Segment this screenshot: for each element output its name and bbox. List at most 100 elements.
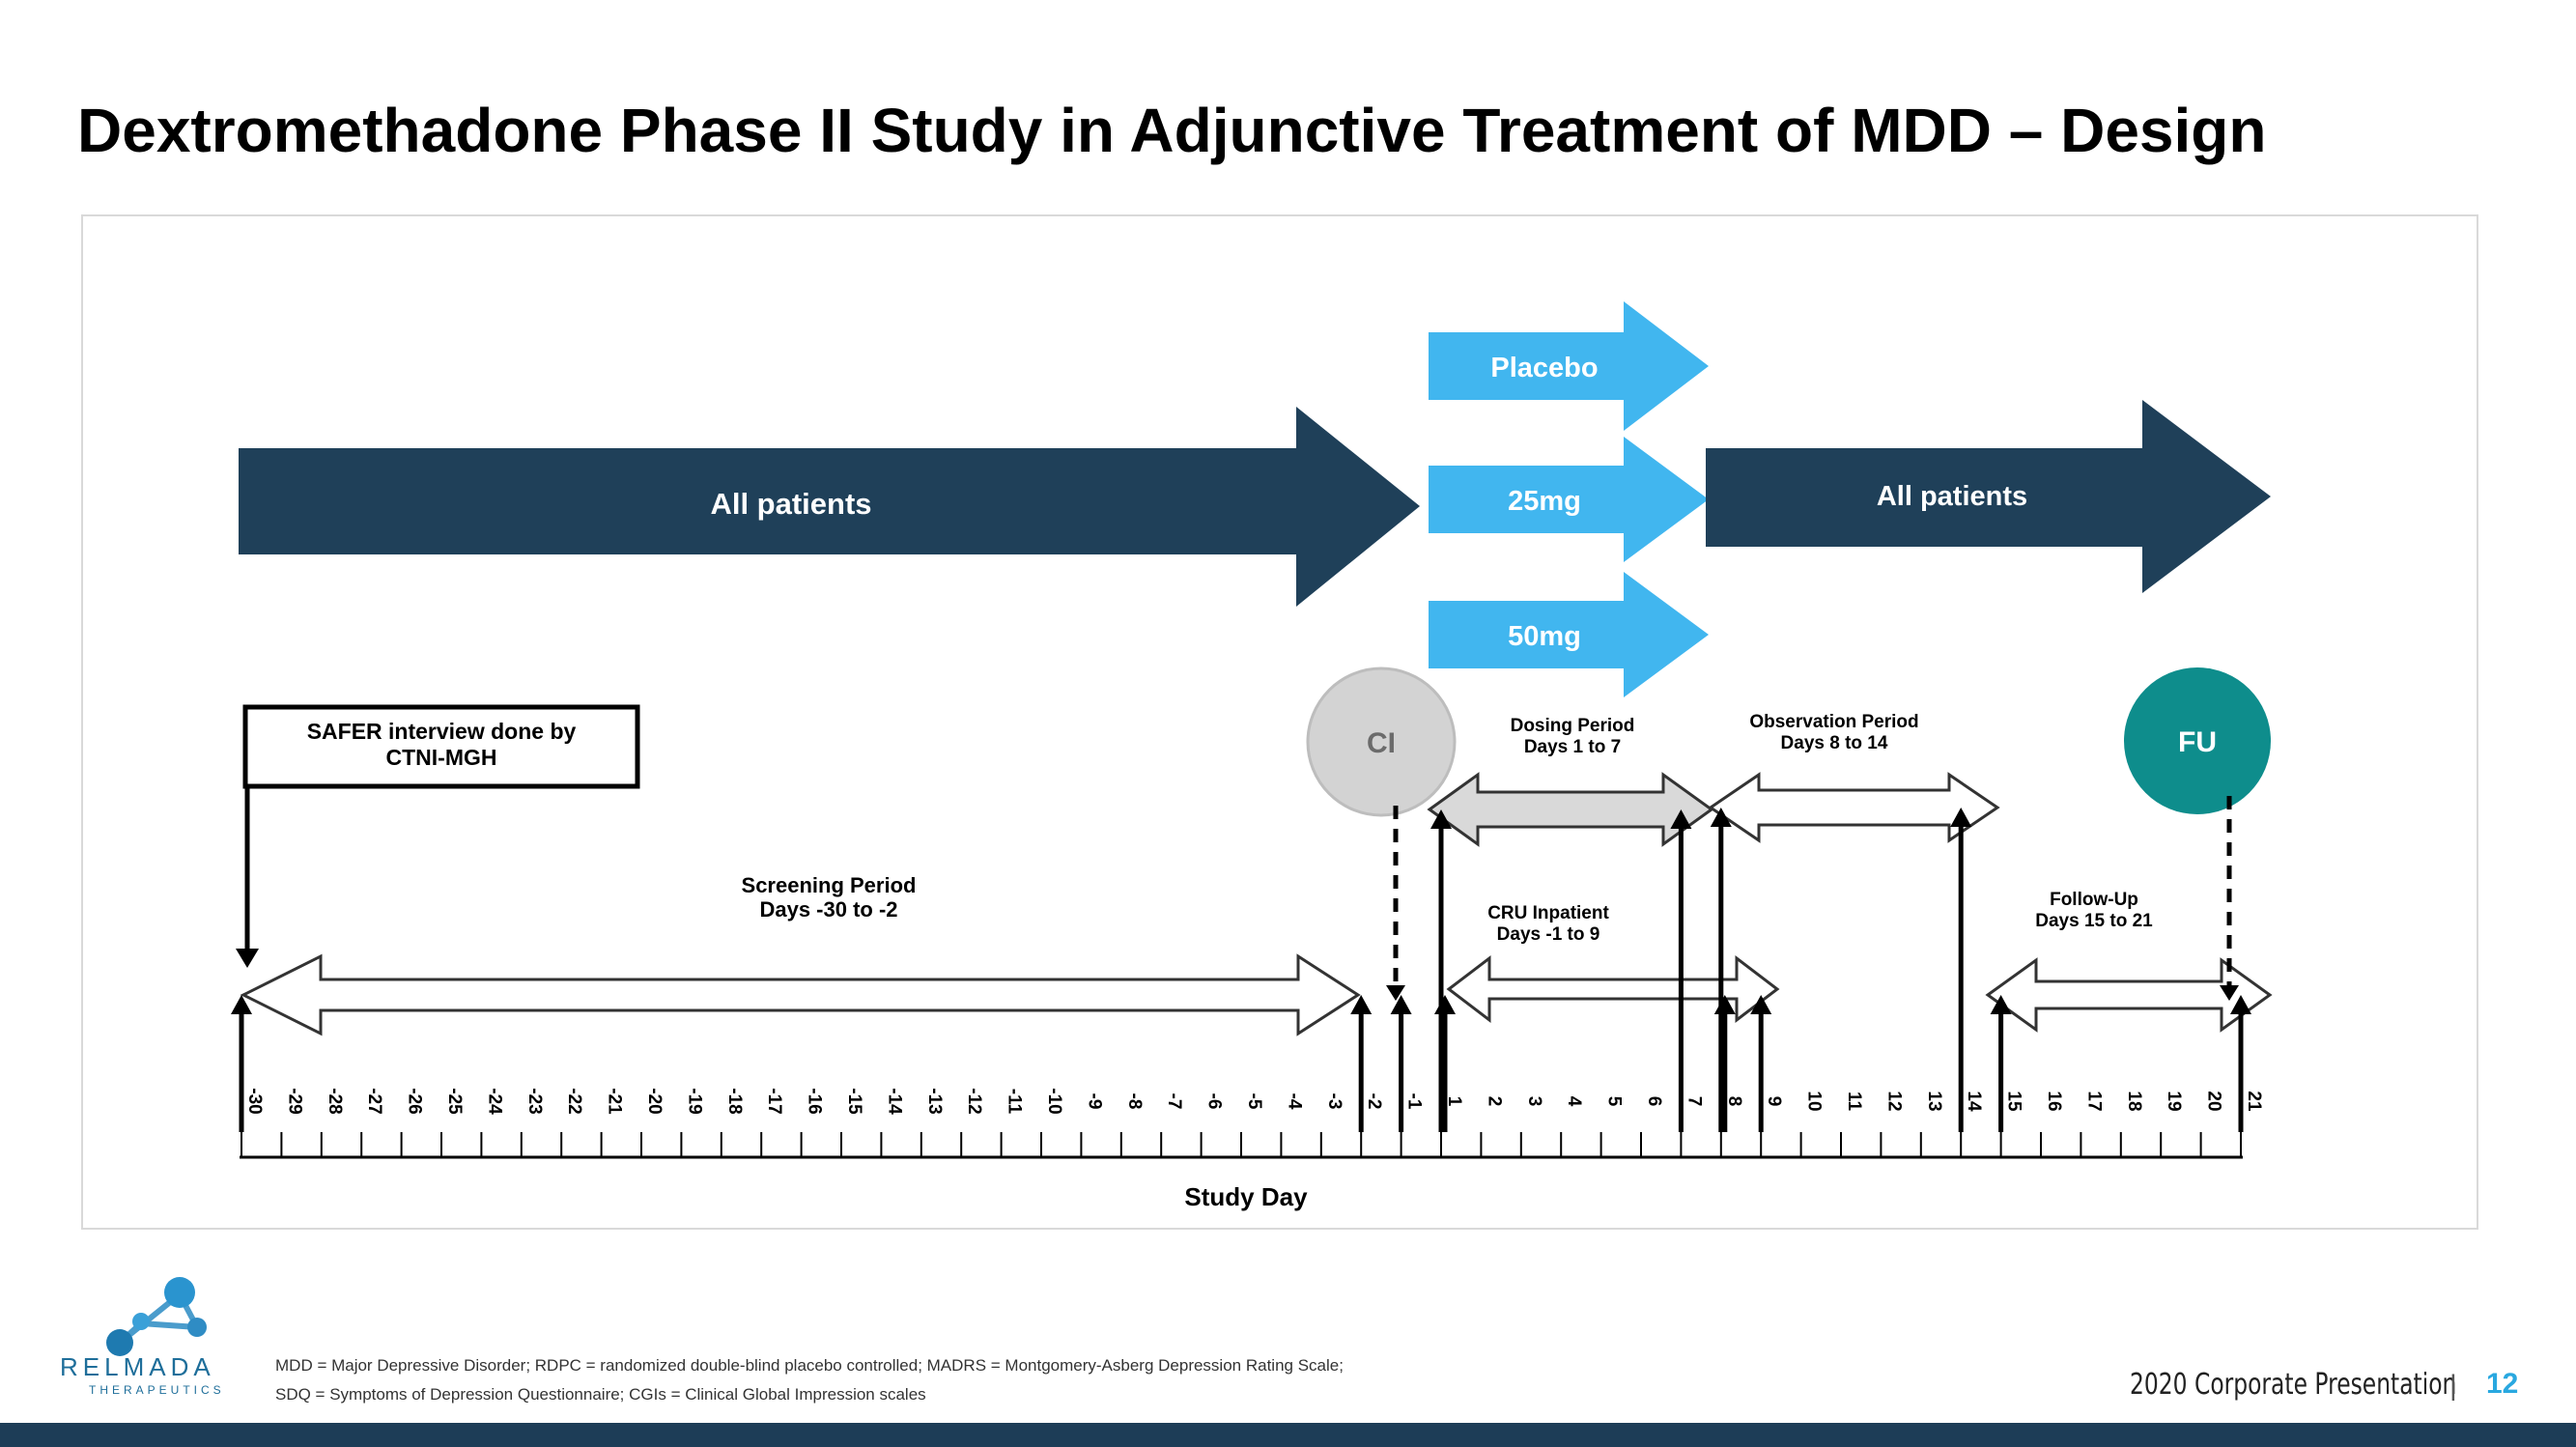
observation-period-days: Days 8 to 14 (1781, 733, 1888, 753)
study-design-diagram: All patients Placebo 25mg 50mg All patie… (81, 214, 2478, 1230)
observation-period-arrow (1708, 772, 2000, 843)
cru-inpatient-name: CRU Inpatient (1487, 903, 1609, 923)
axis-tick-label: 1 (1444, 1096, 1464, 1107)
presentation-label: 2020 Corporate Presentation (2130, 1368, 2457, 1402)
axis-tick-label: -10 (1044, 1088, 1064, 1114)
axis-tick-label: 17 (2083, 1091, 2104, 1111)
axis-tick-label: 19 (2164, 1091, 2184, 1111)
screening-period-arrow (240, 953, 1361, 1036)
axis-tick-label: -3 (1324, 1093, 1345, 1110)
dosing-period-name: Dosing Period (1511, 716, 1635, 736)
study-day-axis-label: Study Day (1184, 1182, 1308, 1211)
followup-period-days: Days 15 to 21 (2035, 911, 2153, 931)
axis-tick-label: -28 (325, 1088, 345, 1114)
fu-dashed-head (2220, 985, 2239, 1001)
50mg-arrow (1429, 572, 1709, 697)
axis-tick-label: -9 (1084, 1093, 1104, 1110)
axis-tick-label: -5 (1244, 1093, 1264, 1110)
axis-tick-label: -29 (284, 1088, 304, 1114)
relmada-logo-icon (106, 1277, 207, 1356)
axis-tick-label: -22 (564, 1088, 584, 1114)
axis-tick-label: 15 (2004, 1091, 2024, 1112)
all-patients-right-label: All patients (1877, 481, 2027, 512)
milestone-arrow-head (1434, 995, 1456, 1014)
safer-callout-line2: CTNI-MGH (386, 745, 497, 770)
axis-tick-label: 7 (1684, 1096, 1704, 1107)
axis-tick-label: 16 (2044, 1091, 2064, 1111)
milestone-arrow-head (1710, 808, 1732, 827)
axis-tick-label: 4 (1564, 1096, 1584, 1107)
axis-tick-label: -20 (644, 1088, 665, 1114)
axis-tick-label: -15 (844, 1088, 864, 1115)
axis-tick-label: -25 (444, 1088, 465, 1115)
50mg-label: 50mg (1508, 621, 1581, 652)
axis-tick-label: 8 (1724, 1096, 1744, 1107)
axis-tick-label: 10 (1804, 1091, 1825, 1111)
axis-tick-label: -16 (805, 1088, 825, 1114)
axis-tick-label: 13 (1924, 1091, 1944, 1111)
safer-callout-pointer-head (236, 949, 259, 968)
fu-label: FU (2178, 726, 2217, 758)
axis-tick-label: -13 (924, 1088, 945, 1114)
logo-name: RELMADA (60, 1352, 215, 1381)
study-day-ticks: -30-29-28-27-26-25-24-23-22-21-20-19-18-… (241, 1088, 2264, 1157)
axis-tick-label: 9 (1764, 1096, 1784, 1107)
milestone-arrow-head (1390, 995, 1412, 1014)
axis-tick-label: 11 (1844, 1092, 1864, 1112)
axis-tick-label: 3 (1524, 1096, 1544, 1107)
observation-period-name: Observation Period (1749, 712, 1918, 732)
all-patients-left-label: All patients (710, 487, 871, 521)
axis-tick-label: -24 (484, 1088, 504, 1115)
axis-tick-label: -1 (1404, 1093, 1425, 1110)
followup-period-name: Follow-Up (2050, 890, 2138, 910)
screening-period-name: Screening Period (742, 873, 917, 897)
axis-tick-label: 6 (1644, 1096, 1664, 1107)
placebo-label: Placebo (1490, 353, 1598, 383)
safer-callout-line1: SAFER interview done by (307, 719, 577, 744)
ci-label: CI (1367, 727, 1396, 759)
slide-title: Dextromethadone Phase II Study in Adjunc… (77, 96, 2267, 165)
fu-marker (2124, 667, 2271, 814)
milestone-arrow-head (1350, 995, 1373, 1014)
study-design-svg: All patients Placebo 25mg 50mg All patie… (231, 301, 2273, 1211)
axis-tick-label: -18 (724, 1088, 745, 1114)
axis-tick-label: 2 (1484, 1096, 1504, 1107)
axis-tick-label: -14 (884, 1088, 904, 1115)
milestone-arrow-head (1430, 809, 1452, 829)
page-separator: | (2449, 1370, 2457, 1402)
milestone-up-arrows (231, 808, 2251, 1132)
axis-tick-label: 14 (1964, 1091, 1984, 1112)
page-number: 12 (2486, 1368, 2519, 1400)
axis-tick-label: -21 (605, 1088, 625, 1115)
ci-dashed-head (1386, 985, 1405, 1001)
25mg-label: 25mg (1508, 486, 1581, 517)
axis-tick-label: -7 (1164, 1093, 1184, 1110)
bottom-bar (0, 1423, 2576, 1447)
axis-tick-label: -27 (364, 1088, 384, 1114)
axis-tick-label: 12 (1883, 1091, 1904, 1111)
axis-tick-label: -17 (764, 1088, 784, 1114)
milestone-arrow-head (1950, 808, 1972, 827)
axis-tick-label: -8 (1124, 1093, 1145, 1110)
screening-period-days: Days -30 to -2 (759, 897, 897, 922)
all-patients-right-arrow (1706, 400, 2271, 593)
axis-tick-label: 20 (2204, 1091, 2224, 1111)
milestone-arrow-head (1990, 995, 2012, 1014)
ci-marker (1306, 667, 1457, 817)
followup-period-arrow (1985, 957, 2273, 1033)
axis-tick-label: 18 (2124, 1091, 2144, 1111)
axis-tick-label: -26 (405, 1088, 425, 1114)
milestone-arrow-head (2230, 995, 2251, 1014)
axis-tick-label: -19 (684, 1088, 704, 1114)
axis-tick-label: -4 (1284, 1093, 1304, 1110)
placebo-arrow (1429, 301, 1709, 431)
axis-tick-label: -6 (1204, 1093, 1225, 1110)
axis-tick-label: 5 (1604, 1096, 1625, 1107)
axis-tick-label: -12 (964, 1088, 984, 1114)
all-patients-left-arrow (239, 407, 1420, 607)
axis-tick-label: -30 (244, 1088, 265, 1114)
safer-callout-box (242, 704, 640, 789)
axis-tick-label: 21 (2244, 1091, 2264, 1112)
milestone-arrow-head (1713, 995, 1736, 1014)
cru-inpatient-arrow (1446, 954, 1780, 1024)
